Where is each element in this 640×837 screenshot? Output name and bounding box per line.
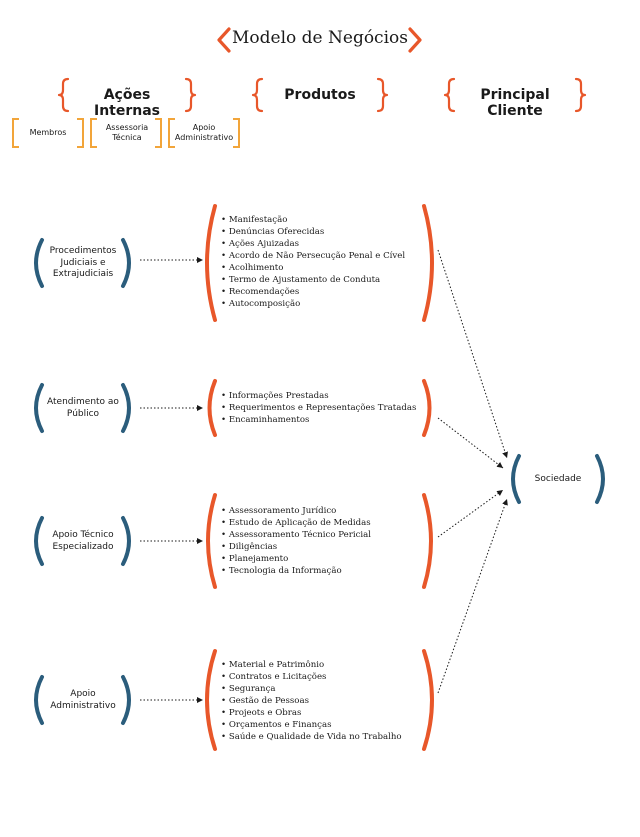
cliente-right-brace-icon [574, 77, 587, 113]
proc1-right-paren-icon [121, 238, 131, 288]
acoes-left-brace-icon [57, 77, 70, 113]
arrow-prod4-to-sociedade [437, 498, 508, 694]
subheader-membros: Membros [29, 128, 67, 137]
list-item: Manifestação [221, 214, 405, 226]
membros-right-bracket-icon [77, 118, 84, 148]
proc4-right-paren-icon [121, 675, 131, 725]
assessoria-right-bracket-icon [155, 118, 162, 148]
list-item: Material e Patrimônio [221, 659, 402, 671]
process-procedimentos: Procedimentos Judiciais e Extrajudiciais [49, 246, 117, 279]
proc1-left-paren-icon [34, 238, 44, 288]
title-left-chevron-icon [217, 27, 231, 53]
product-list-procedimentos: Manifestação Denúncias Oferecidas Ações … [221, 214, 405, 310]
proc3-left-paren-icon [34, 516, 44, 566]
product-list-apoio-tecnico: Assessoramento Jurídico Estudo de Aplica… [221, 505, 371, 577]
membros-left-bracket-icon [12, 118, 19, 148]
arrow-prod3-to-sociedade [437, 489, 504, 538]
process-apoio-administrativo: Apoio Administrativo [50, 689, 116, 711]
list-item: Diligências [221, 541, 371, 553]
list-item: Requerimentos e Representações Tratadas [221, 402, 417, 414]
assessoria-left-bracket-icon [90, 118, 97, 148]
list-item: Acordo de Não Persecução Penal e Cível [221, 250, 405, 262]
prod3-left-paren-icon [206, 493, 217, 589]
subheader-apoio-administrativo: Apoio Administrativo [174, 123, 234, 142]
list-item: Saúde e Qualidade de Vida no Trabalho [221, 731, 402, 743]
list-item: Termo de Ajustamento de Conduta [221, 274, 405, 286]
cliente-left-brace-icon [443, 77, 456, 113]
list-item: Denúncias Oferecidas [221, 226, 405, 238]
acoes-right-brace-icon [184, 77, 197, 113]
arrow-prod2-to-sociedade [437, 417, 504, 469]
prod4-right-paren-icon [422, 649, 434, 751]
sociedade-right-paren-icon [595, 454, 605, 504]
list-item: Planejamento [221, 553, 371, 565]
prod1-right-paren-icon [422, 204, 434, 322]
diagram-title: Modelo de Negócios [232, 28, 408, 48]
sociedade-left-paren-icon [511, 454, 521, 504]
list-item: Encaminhamentos [221, 414, 416, 426]
process-atendimento: Atendimento ao Público [47, 397, 119, 419]
list-item: Acolhimento [221, 262, 405, 274]
list-item: Projeots e Obras [221, 707, 402, 719]
produtos-right-brace-icon [376, 77, 389, 113]
produtos-left-brace-icon [251, 77, 264, 113]
product-list-atendimento: Informações Prestadas Requerimentos e Re… [221, 390, 417, 426]
list-item: Recomendações [221, 286, 405, 298]
prod3-right-paren-icon [422, 493, 433, 589]
prod2-left-paren-icon [207, 379, 217, 437]
product-list-apoio-administrativo: Material e Patrimônio Contratos e Licita… [221, 659, 402, 743]
header-principal-cliente: Principal Cliente [480, 87, 550, 119]
list-item: Contratos e Licitações [221, 671, 402, 683]
prod4-left-paren-icon [205, 649, 217, 751]
process-apoio-tecnico: Apoio Técnico Especializado [52, 530, 114, 552]
proc2-right-paren-icon [121, 383, 131, 433]
proc3-right-paren-icon [121, 516, 131, 566]
header-produtos: Produtos [284, 87, 356, 103]
list-item: Orçamentos e Finanças [221, 719, 402, 731]
subheader-assessoria-tecnica: Assessoria Técnica [105, 123, 149, 142]
list-item: Gestão de Pessoas [221, 695, 402, 707]
list-item: Informações Prestadas [221, 390, 416, 402]
proc4-left-paren-icon [34, 675, 44, 725]
title-right-chevron-icon [408, 27, 422, 53]
apoio-left-bracket-icon [168, 118, 175, 148]
apoio-right-bracket-icon [233, 118, 240, 148]
list-item: Autocomposição [221, 298, 405, 310]
header-acoes-internas: Ações Internas [93, 87, 160, 119]
prod1-left-paren-icon [205, 204, 217, 322]
proc2-left-paren-icon [34, 383, 44, 433]
list-item: Assessoramento Jurídico [221, 505, 371, 517]
arrow-prod1-to-sociedade [437, 249, 508, 459]
list-item: Tecnologia da Informação [221, 565, 371, 577]
list-item: Ações Ajuizadas [221, 238, 405, 250]
list-item: Segurança [221, 683, 402, 695]
prod2-right-paren-icon [422, 379, 432, 437]
list-item: Assessoramento Técnico Pericial [221, 529, 371, 541]
list-item: Estudo de Aplicação de Medidas [221, 517, 371, 529]
client-sociedade: Sociedade [534, 474, 582, 484]
